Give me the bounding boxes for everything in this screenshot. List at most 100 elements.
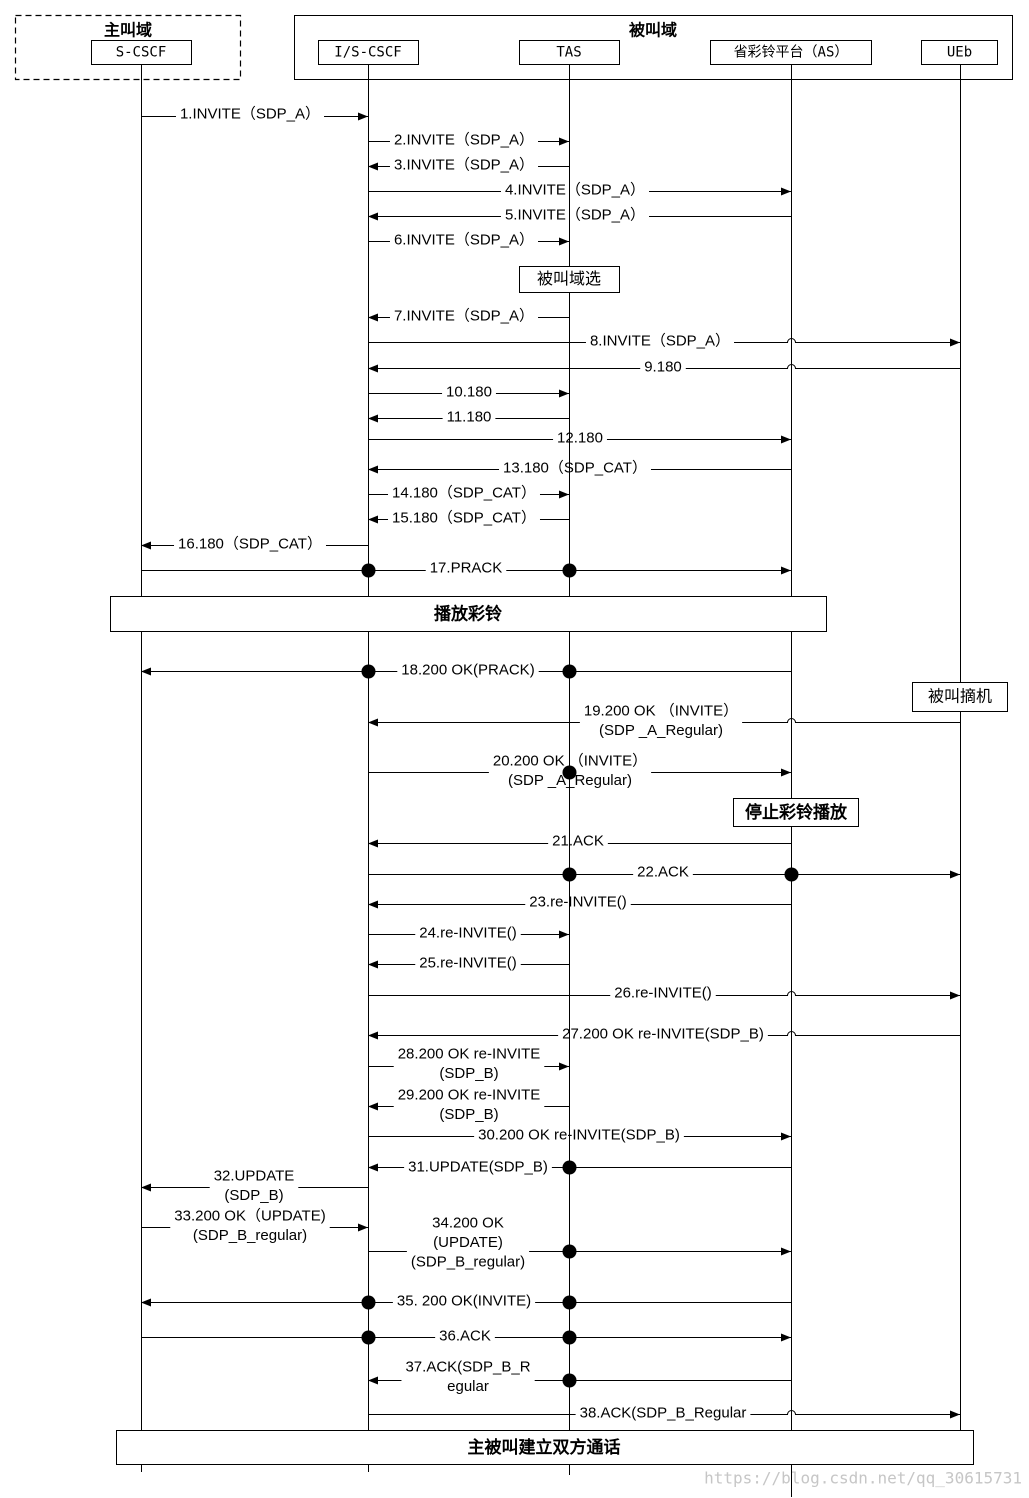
message-24-label-line: 24.re-INVITE() <box>419 925 517 942</box>
message-37-label-line: egular <box>447 1378 489 1395</box>
message-9-label: 9.180 <box>644 359 682 376</box>
message-8-label-background <box>585 339 735 346</box>
message-37-label-background <box>401 1377 535 1384</box>
message-14-label: 14.180（SDP_CAT） <box>392 485 536 502</box>
message-36-relay-dot-i-s-cscf <box>361 1330 376 1345</box>
lifeline-layer <box>141 65 961 1497</box>
message-23-label: 23.re-INVITE() <box>529 894 627 911</box>
message-17-label: 17.PRACK <box>430 560 503 577</box>
message-12-label: 12.180 <box>557 430 603 447</box>
message-8-label-line: 8.INVITE（SDP_A） <box>590 333 730 350</box>
message-14-label-background <box>388 491 540 498</box>
caller-domain-label: 主叫域 <box>104 21 152 40</box>
message-36-relay-dot-tas <box>562 1330 577 1345</box>
message-30-label-background <box>474 1133 684 1140</box>
message-6-label: 6.INVITE（SDP_A） <box>394 232 534 249</box>
message-11-label-line: 11.180 <box>447 409 492 426</box>
message-22-relay-dot-tas <box>562 867 577 882</box>
message-32-label-line: (SDP_B) <box>224 1187 283 1204</box>
message-1-label-line: 1.INVITE（SDP_A） <box>180 106 320 123</box>
message-20-label: 20.200 OK （INVITE）(SDP _A_Regular) <box>493 753 647 790</box>
header-box-tas <box>519 40 620 65</box>
message-13-label: 13.180（SDP_CAT） <box>503 460 647 477</box>
note-label-callee-answer: 被叫摘机 <box>928 688 992 706</box>
message-27-label: 27.200 OK re-INVITE(SDP_B) <box>562 1026 764 1043</box>
message-28-label-background <box>393 1063 545 1070</box>
message-35-label-background <box>392 1299 536 1306</box>
message-15-label-background <box>388 516 540 523</box>
message-7-label-line: 7.INVITE（SDP_A） <box>394 308 534 325</box>
note-box-call-established <box>116 1430 974 1465</box>
note-box-play-ringback <box>110 596 827 632</box>
message-15-label-line: 15.180（SDP_CAT） <box>392 510 536 527</box>
callee-domain-frame <box>294 15 1013 80</box>
message-11-label: 11.180 <box>447 409 492 426</box>
message-6-label-line: 6.INVITE（SDP_A） <box>394 232 534 249</box>
message-5-label: 5.INVITE（SDP_A） <box>505 207 645 224</box>
message-18-label-line: 18.200 OK(PRACK) <box>401 662 534 679</box>
message-19-label-background <box>579 719 743 726</box>
message-24-label: 24.re-INVITE() <box>419 925 517 942</box>
message-35-relay-dot-i-s-cscf <box>361 1295 376 1310</box>
message-33-label-line: 33.200 OK（UPDATE) <box>174 1208 325 1225</box>
message-38-label-background <box>575 1411 751 1418</box>
message-31-relay-dot-tas <box>562 1160 577 1175</box>
message-16-label-line: 16.180（SDP_CAT） <box>178 536 322 553</box>
message-31-label: 31.UPDATE(SDP_B) <box>408 1159 548 1176</box>
message-35-relay-dot-tas <box>562 1295 577 1310</box>
message-3-label-line: 3.INVITE（SDP_A） <box>394 157 534 174</box>
message-18-relay-dot-tas <box>562 664 577 679</box>
message-21-label: 21.ACK <box>552 833 604 850</box>
message-34-label-line: 34.200 OK <box>432 1215 504 1232</box>
message-28-label-line: 28.200 OK re-INVITE <box>398 1046 541 1063</box>
message-label-background-layer <box>170 113 768 1418</box>
message-37-label: 37.ACK(SDP_B_Regular <box>405 1359 530 1396</box>
message-34-label-line: (SDP_B_regular) <box>411 1254 525 1271</box>
message-2-label-line: 2.INVITE（SDP_A） <box>394 132 534 149</box>
message-4-label: 4.INVITE（SDP_A） <box>505 182 645 199</box>
message-38-label: 38.ACK(SDP_B_Regular <box>580 1405 747 1422</box>
message-22-label-background <box>633 871 693 878</box>
message-29-label: 29.200 OK re-INVITE(SDP_B) <box>398 1087 541 1124</box>
domain-layer: 主叫域 被叫域 <box>14 14 1013 81</box>
message-38-label-line: 38.ACK(SDP_B_Regular <box>580 1405 747 1422</box>
message-19-label-line: 19.200 OK （INVITE） <box>584 703 738 720</box>
message-17-relay-dot-tas <box>562 563 577 578</box>
note-box-callee-answer <box>912 682 1008 712</box>
message-6-label-background <box>389 238 539 245</box>
message-15-label: 15.180（SDP_CAT） <box>392 510 536 527</box>
message-17-relay-dot-i-s-cscf <box>361 563 376 578</box>
message-label-layer: 1.INVITE（SDP_A） 2.INVITE（SDP_A） 3.INVITE（S… <box>174 106 764 1422</box>
message-33-label-line: (SDP_B_regular) <box>193 1227 307 1244</box>
message-28-label: 28.200 OK re-INVITE(SDP_B) <box>398 1046 541 1083</box>
message-27-label-background <box>558 1032 768 1039</box>
message-10-label: 10.180 <box>446 384 492 401</box>
message-3-label-background <box>389 163 539 170</box>
message-36-label-line: 36.ACK <box>439 1328 491 1345</box>
note-layer: 被叫域选 播放彩铃 被叫摘机 停止彩铃播放 主被叫建立双方通话 <box>110 266 1008 1465</box>
message-5-label-background <box>500 213 650 220</box>
message-30-label-line: 30.200 OK re-INVITE(SDP_B) <box>478 1127 680 1144</box>
caller-domain-frame <box>14 14 242 81</box>
message-31-label-line: 31.UPDATE(SDP_B) <box>408 1159 548 1176</box>
message-19-label-line: (SDP _A_Regular) <box>599 722 723 739</box>
message-21-label-background <box>548 840 608 847</box>
callee-domain-label: 被叫域 <box>629 21 677 40</box>
message-16-label: 16.180（SDP_CAT） <box>178 536 322 553</box>
message-22-label: 22.ACK <box>637 864 689 881</box>
message-29-label-background <box>393 1103 545 1110</box>
message-34-label-background <box>406 1248 530 1255</box>
message-35-label-line: 35. 200 OK(INVITE) <box>397 1293 531 1310</box>
message-33-label-background <box>170 1224 330 1231</box>
message-26-label-line: 26.re-INVITE() <box>614 985 712 1002</box>
note-label-call-established: 主被叫建立双方通话 <box>468 1437 621 1457</box>
message-26-label: 26.re-INVITE() <box>614 985 712 1002</box>
message-20-label-line: 20.200 OK （INVITE） <box>493 753 647 770</box>
message-1-label: 1.INVITE（SDP_A） <box>180 106 320 123</box>
message-26-label-background <box>610 992 716 999</box>
message-29-label-line: 29.200 OK re-INVITE <box>398 1087 541 1104</box>
note-label-domain-select: 被叫域选 <box>537 270 601 288</box>
lifeline-header-layer: S-CSCF I/S-CSCF TAS 省彩铃平台（AS） UEb <box>91 40 998 65</box>
message-32-label: 32.UPDATE(SDP_B) <box>214 1168 295 1205</box>
